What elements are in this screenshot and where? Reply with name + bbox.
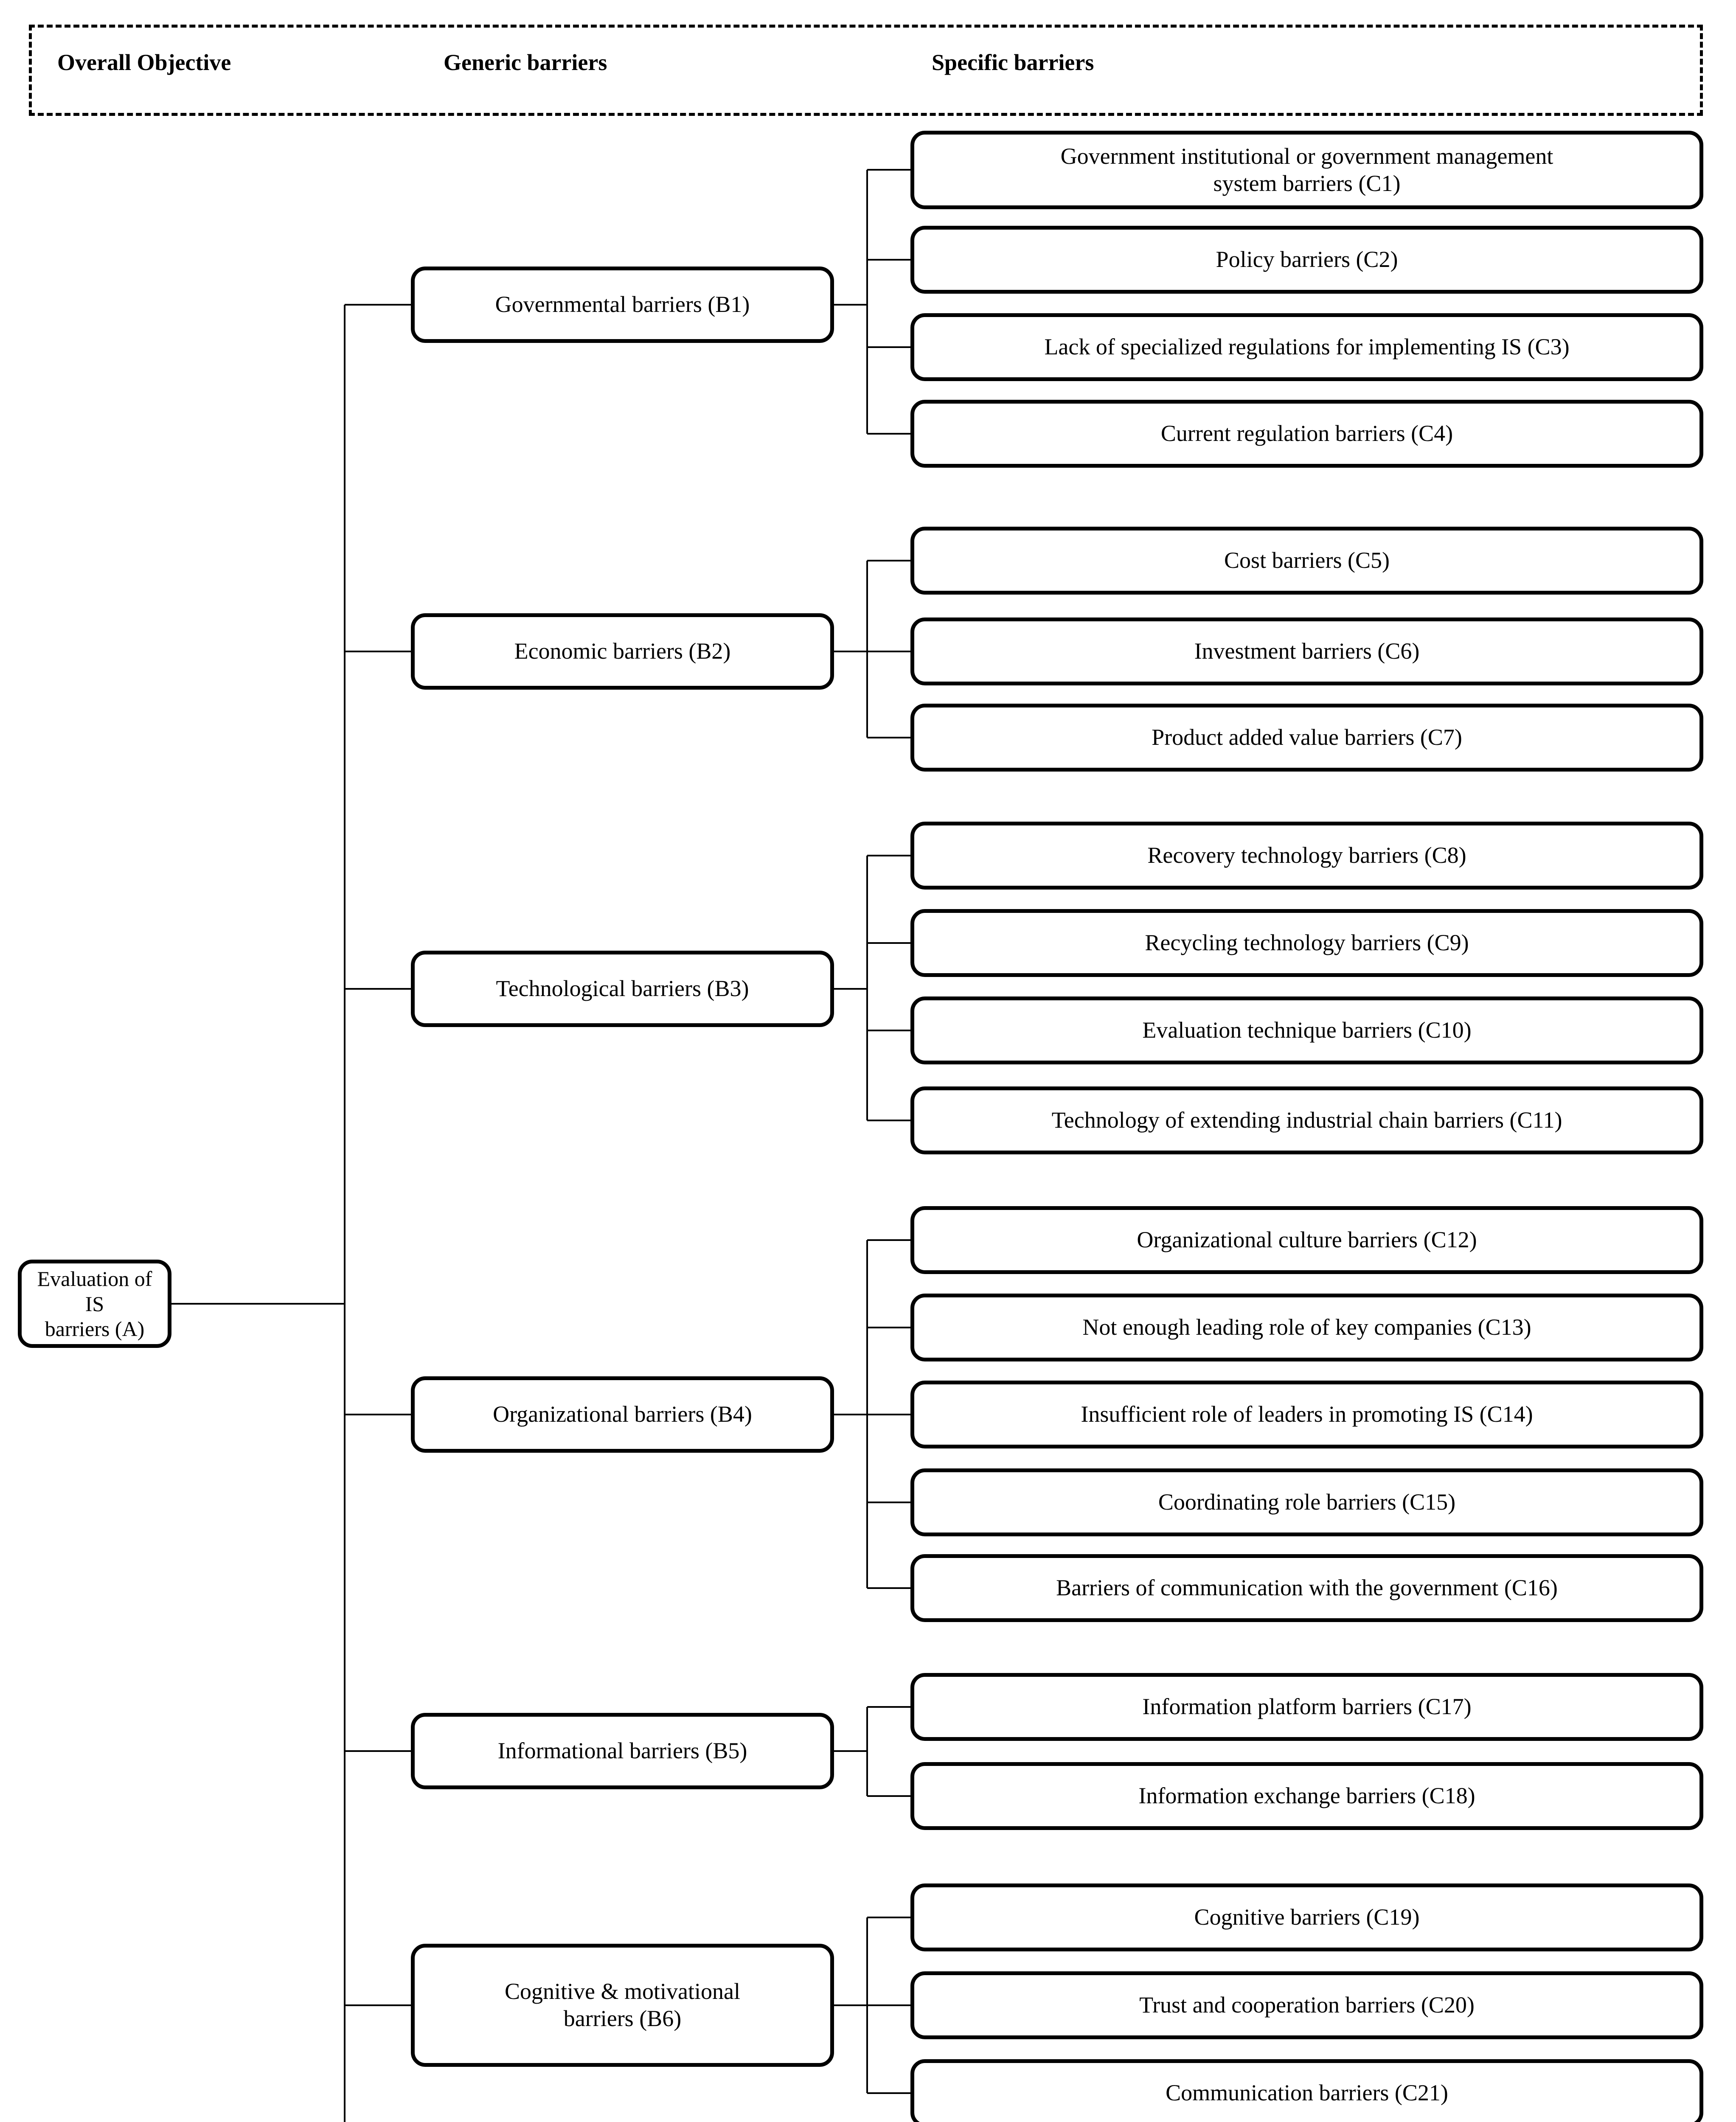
node-specific-c7-label: Product added value barriers (C7) [1152,724,1462,750]
node-generic-b5[interactable]: Informational barriers (B5) [411,1713,834,1789]
node-specific-c21-label: Communication barriers (C21) [1166,2080,1448,2106]
node-specific-c8[interactable]: Recovery technology barriers (C8) [910,822,1703,890]
node-specific-c14[interactable]: Insufficient role of leaders in promotin… [910,1381,1703,1448]
node-specific-c19[interactable]: Cognitive barriers (C19) [910,1883,1703,1951]
node-specific-c3-label: Lack of specialized regulations for impl… [1044,334,1570,360]
node-specific-c20-label: Trust and cooperation barriers (C20) [1139,1992,1475,2018]
node-specific-c3[interactable]: Lack of specialized regulations for impl… [910,313,1703,381]
node-specific-c1-label: Government institutional or government m… [1060,143,1553,196]
column-header-overall-objective: Overall Objective [57,50,231,75]
node-specific-c14-label: Insufficient role of leaders in promotin… [1081,1401,1533,1427]
node-specific-c1[interactable]: Government institutional or government m… [910,131,1703,209]
node-specific-c10-label: Evaluation technique barriers (C10) [1142,1017,1472,1043]
node-specific-c9[interactable]: Recycling technology barriers (C9) [910,909,1703,977]
node-specific-c13-label: Not enough leading role of key companies… [1082,1314,1531,1340]
node-generic-b3[interactable]: Technological barriers (B3) [411,951,834,1027]
node-specific-c6-label: Investment barriers (C6) [1194,638,1420,664]
node-specific-c5[interactable]: Cost barriers (C5) [910,527,1703,595]
node-specific-c18[interactable]: Information exchange barriers (C18) [910,1762,1703,1830]
node-specific-c11[interactable]: Technology of extending industrial chain… [910,1086,1703,1154]
node-specific-c8-label: Recovery technology barriers (C8) [1147,842,1466,868]
node-specific-c13[interactable]: Not enough leading role of key companies… [910,1294,1703,1361]
node-specific-c18-label: Information exchange barriers (C18) [1138,1783,1475,1809]
node-generic-b1[interactable]: Governmental barriers (B1) [411,267,834,343]
node-specific-c15-label: Coordinating role barriers (C15) [1158,1489,1456,1515]
node-generic-b2[interactable]: Economic barriers (B2) [411,613,834,690]
node-specific-c2[interactable]: Policy barriers (C2) [910,226,1703,294]
node-specific-c6[interactable]: Investment barriers (C6) [910,618,1703,685]
node-specific-c17-label: Information platform barriers (C17) [1142,1694,1472,1720]
node-specific-c11-label: Technology of extending industrial chain… [1051,1107,1562,1133]
node-specific-c4-label: Current regulation barriers (C4) [1160,421,1453,446]
node-specific-c15[interactable]: Coordinating role barriers (C15) [910,1468,1703,1536]
node-specific-c2-label: Policy barriers (C2) [1216,247,1398,272]
node-specific-c17[interactable]: Information platform barriers (C17) [910,1673,1703,1741]
node-generic-b1-label: Governmental barriers (B1) [495,292,750,317]
node-specific-c9-label: Recycling technology barriers (C9) [1145,930,1469,956]
node-specific-c4[interactable]: Current regulation barriers (C4) [910,400,1703,468]
node-specific-c10[interactable]: Evaluation technique barriers (C10) [910,996,1703,1064]
node-specific-c16-label: Barriers of communication with the gover… [1056,1575,1558,1601]
node-specific-c19-label: Cognitive barriers (C19) [1194,1904,1420,1930]
node-generic-b4[interactable]: Organizational barriers (B4) [411,1376,834,1453]
node-specific-c20[interactable]: Trust and cooperation barriers (C20) [910,1971,1703,2039]
column-header-specific-barriers: Specific barriers [932,50,1094,75]
node-generic-b2-label: Economic barriers (B2) [514,638,731,664]
column-header-band [29,25,1703,116]
node-generic-b5-label: Informational barriers (B5) [497,1738,747,1764]
node-specific-c5-label: Cost barriers (C5) [1224,547,1390,573]
node-specific-c12[interactable]: Organizational culture barriers (C12) [910,1206,1703,1274]
node-specific-c21[interactable]: Communication barriers (C21) [910,2059,1703,2122]
node-specific-c7[interactable]: Product added value barriers (C7) [910,704,1703,772]
node-specific-c16[interactable]: Barriers of communication with the gover… [910,1554,1703,1622]
node-specific-c12-label: Organizational culture barriers (C12) [1137,1227,1477,1253]
node-generic-b3-label: Technological barriers (B3) [496,976,749,1002]
node-generic-b4-label: Organizational barriers (B4) [493,1401,752,1427]
column-header-generic-barriers: Generic barriers [444,50,607,75]
